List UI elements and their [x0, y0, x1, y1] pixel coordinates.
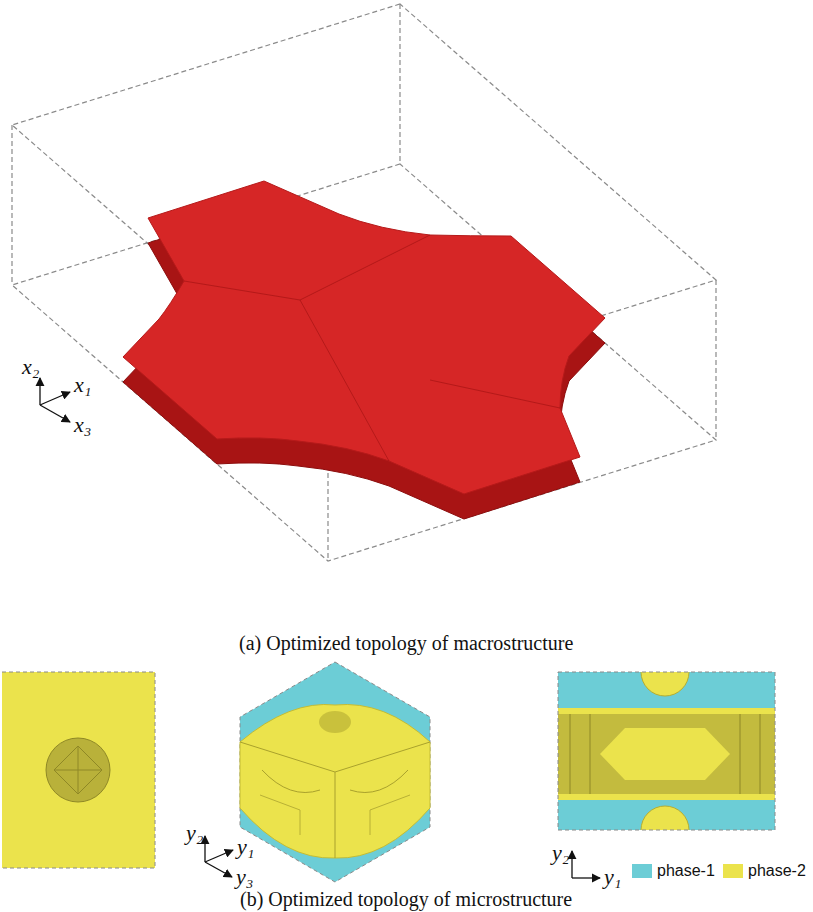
legend-swatch [632, 864, 652, 878]
micro-axes [205, 836, 600, 878]
axis-label: x₃ [74, 414, 91, 436]
micro-front-view [2, 672, 155, 868]
design-domain-box [12, 4, 716, 561]
legend-text: phase-1 [657, 862, 715, 880]
figure-caption: (b) Optimized topology of microstructure [240, 888, 572, 910]
micro-cube [240, 662, 430, 882]
axis-label: x₁ [74, 374, 91, 396]
macro-axes [40, 378, 70, 422]
macrostructure [123, 181, 605, 519]
axis-label: y₃ [236, 866, 253, 888]
axis-label: y₁ [604, 866, 621, 888]
legend-swatch [723, 864, 743, 878]
legend-text: phase-2 [748, 862, 806, 880]
legend-entry: phase-2 [723, 862, 806, 880]
micro-side-view [558, 648, 775, 854]
legend-entry: phase-1 [632, 862, 715, 880]
figure-caption: (a) Optimized topology of macrostructure [239, 632, 573, 654]
axis-label: y₂ [552, 842, 569, 864]
axis-label: y₂ [186, 822, 203, 844]
axis-label: y₁ [237, 836, 254, 858]
axis-label: x₂ [22, 356, 39, 378]
